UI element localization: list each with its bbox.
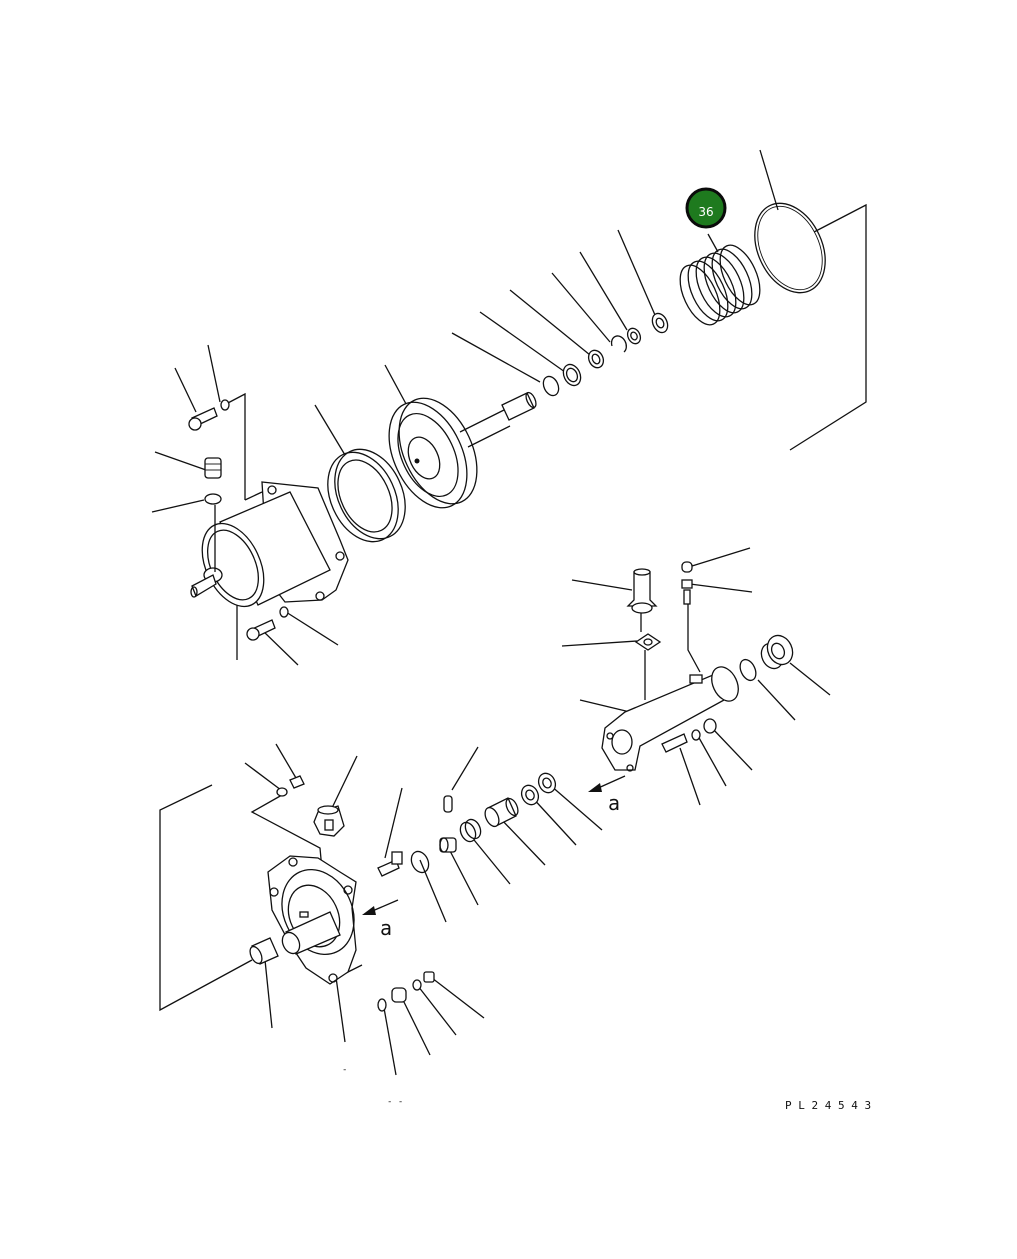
pipe-body <box>601 666 739 772</box>
coil-spring <box>679 233 761 326</box>
pump-housing-upper <box>190 481 349 608</box>
leader-lines-lower <box>159 743 603 1076</box>
view-arrow-upper: a <box>588 775 626 815</box>
small-mark-2: - - <box>387 1097 403 1107</box>
leader-lines-upper <box>151 149 867 666</box>
callout-36[interactable]: 36 <box>685 187 727 229</box>
view-arrow-lower: a <box>362 899 399 940</box>
pipe-fittings <box>626 561 794 682</box>
view-marker-label: a <box>608 791 620 815</box>
pump-housing-lower <box>267 855 357 985</box>
callout-36-label: 36 <box>698 205 713 219</box>
leader-lines-right <box>561 547 831 806</box>
small-mark-1: - <box>342 1065 347 1075</box>
callout-36-circle[interactable] <box>685 187 727 229</box>
seal-ring <box>327 448 406 543</box>
large-o-ring <box>754 202 826 294</box>
upper-left-hardware <box>188 399 289 641</box>
view-marker-label-lower: a <box>380 916 392 940</box>
pulley-disc <box>388 397 478 509</box>
lower-hardware <box>249 772 557 1012</box>
impeller-shaft <box>459 391 537 448</box>
drawing-number: P L 2 4 5 4 3 <box>785 1099 871 1112</box>
shaft-small-rings <box>542 312 669 397</box>
